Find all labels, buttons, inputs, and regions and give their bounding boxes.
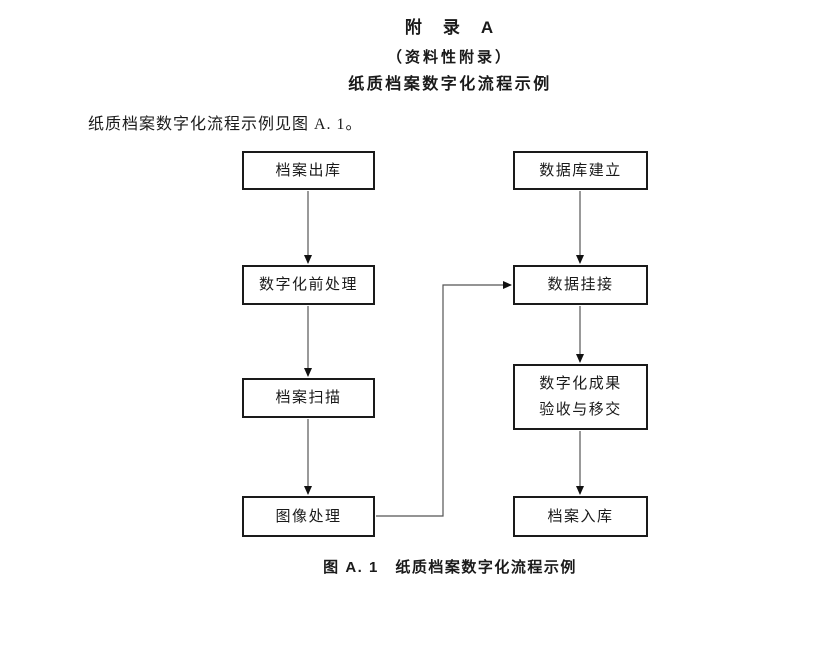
flow-node-image-processing: 图像处理 [242,496,375,537]
flow-arrow-image-processing-to-data-linking [376,281,512,517]
appendix-label: 附 录 A [404,18,496,37]
intro-paragraph: 纸质档案数字化流程示例见图 A. 1。 [88,116,363,133]
flow-node-results-acceptance-transfer: 数字化成果 验收与移交 [513,364,648,430]
appendix-type-subtitle: （资料性附录） [386,49,513,66]
flow-node-data-linking: 数据挂接 [513,265,648,305]
flow-node-archive-checkout: 档案出库 [242,151,375,190]
flow-node-database-creation: 数据库建立 [513,151,648,190]
appendix-title: 纸质档案数字化流程示例 [348,76,552,93]
flow-node-archive-storage: 档案入库 [513,496,648,537]
flow-node-pre-digitization-processing: 数字化前处理 [242,265,375,305]
flow-node-archive-scanning: 档案扫描 [242,378,375,418]
figure-caption: 图 A. 1 纸质档案数字化流程示例 [323,559,577,576]
